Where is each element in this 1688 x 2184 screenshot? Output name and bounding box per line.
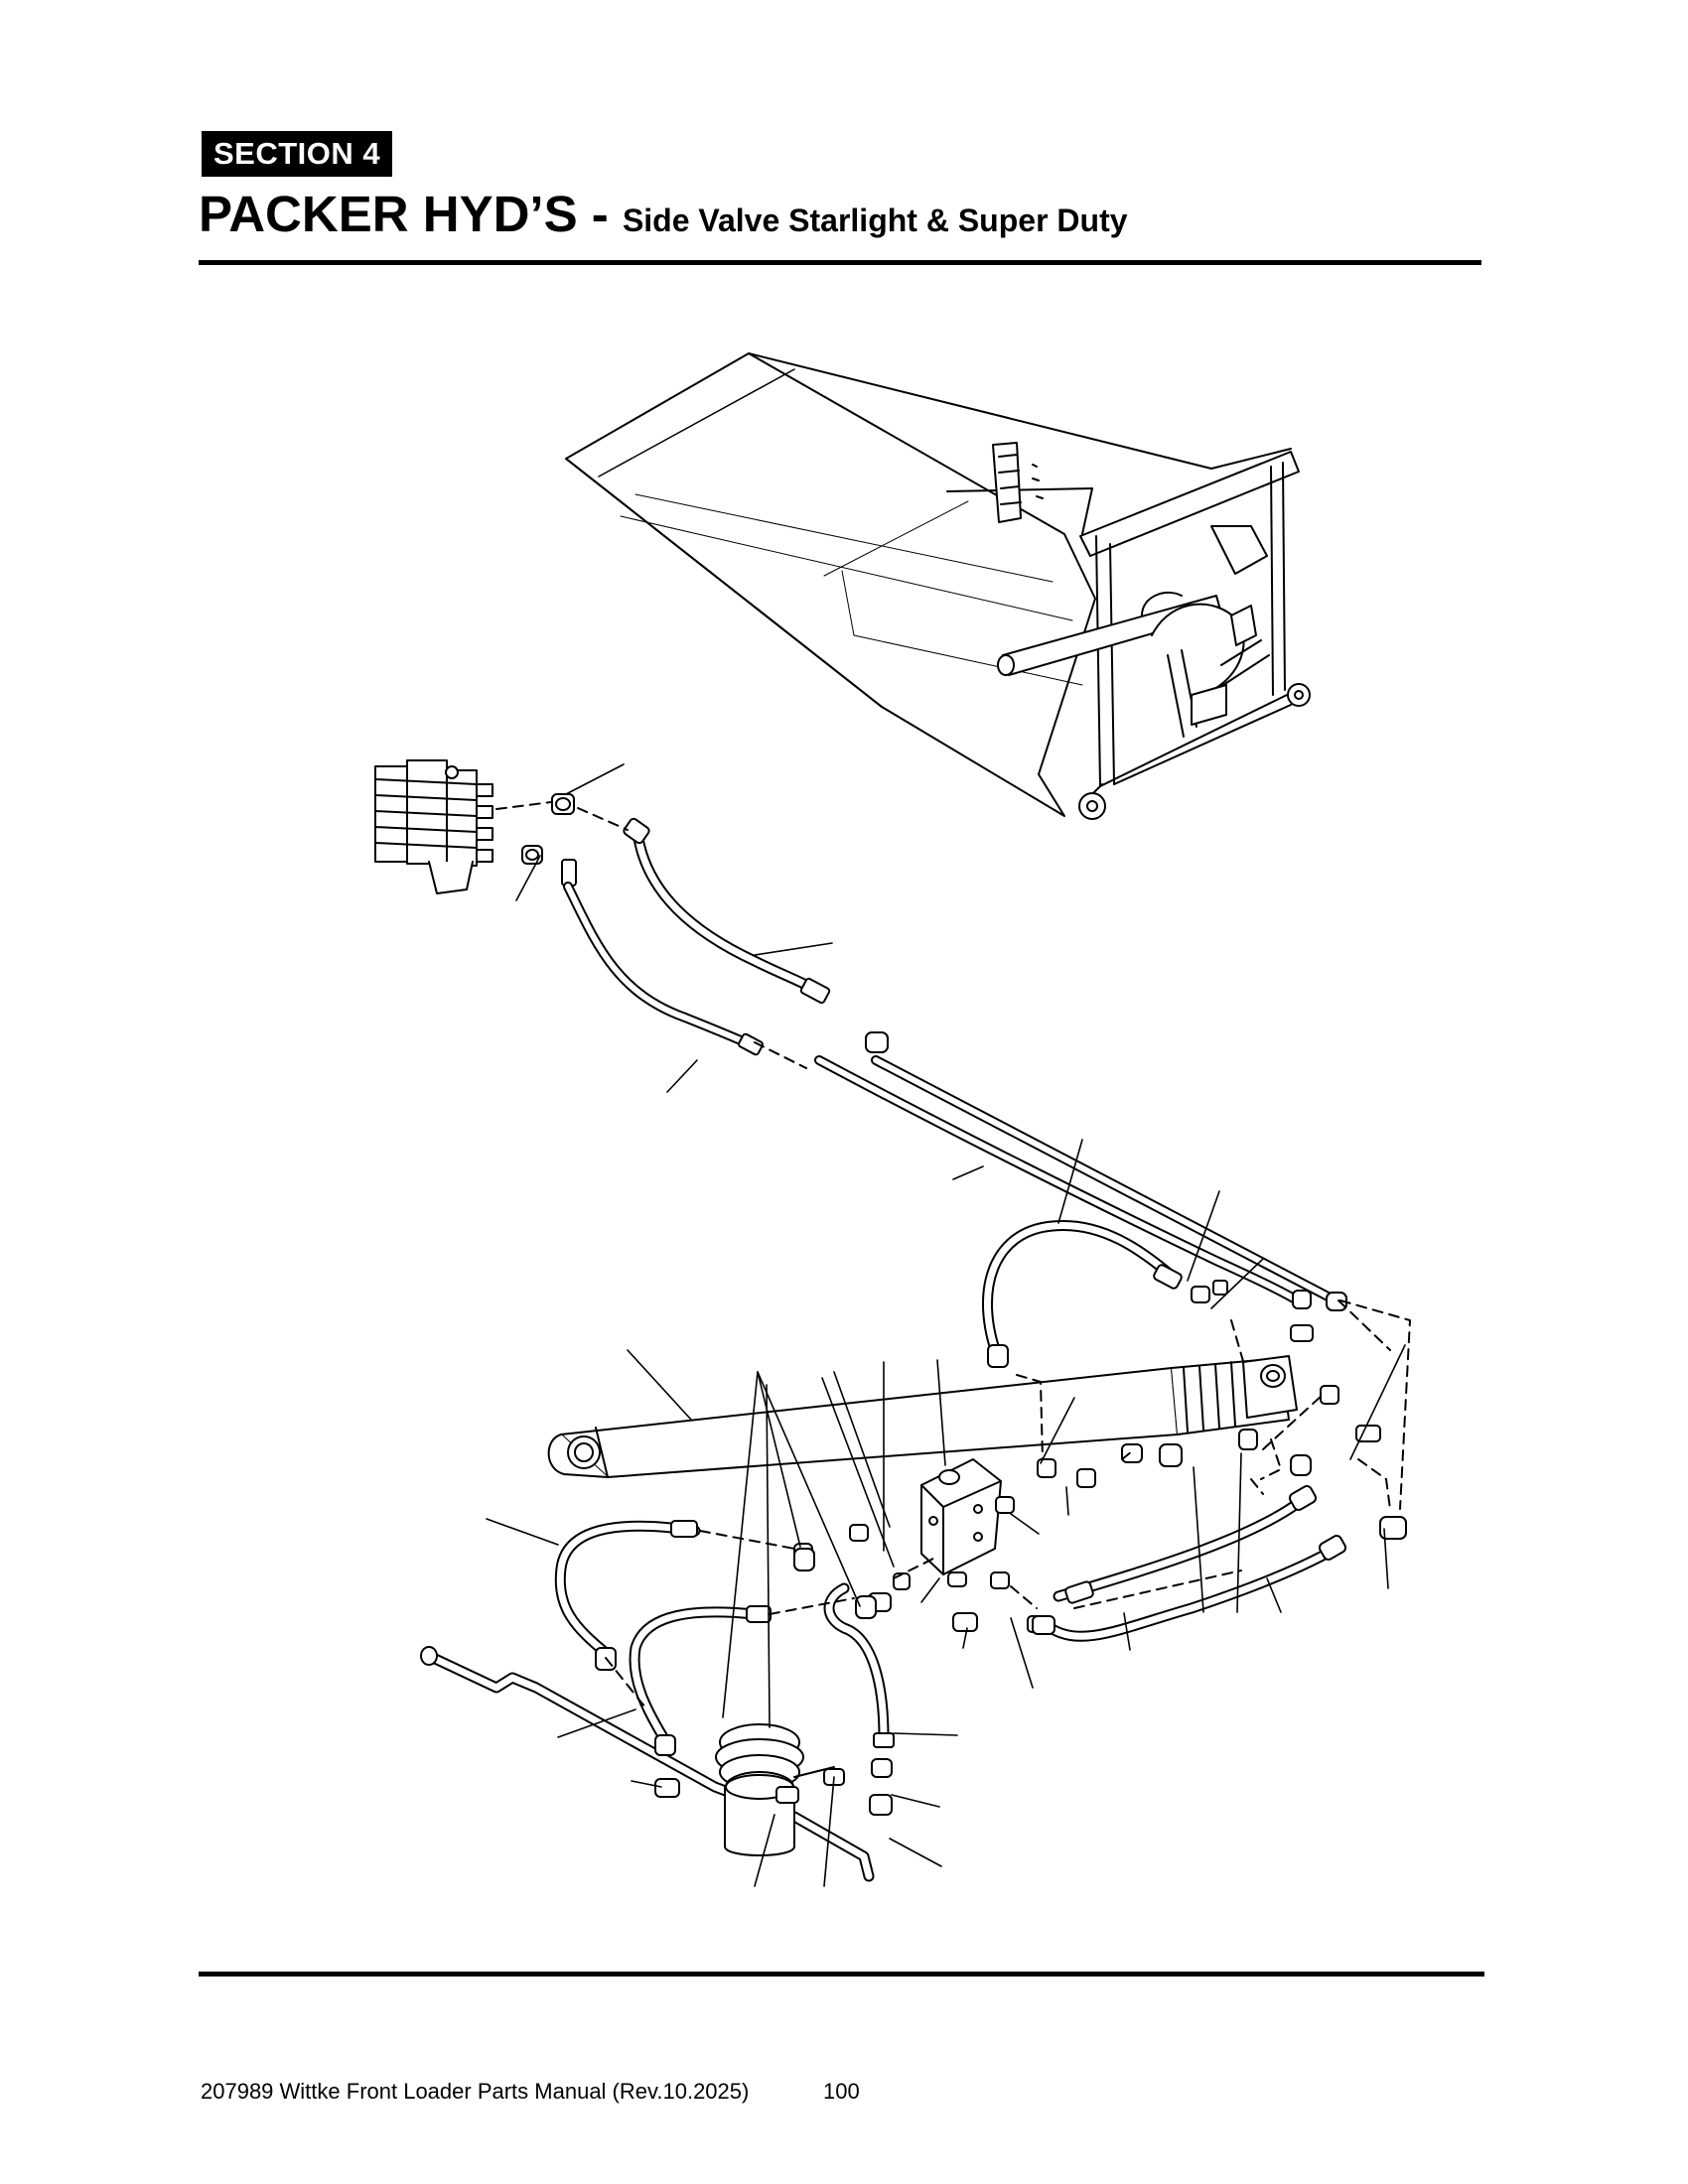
hoses-lower-left xyxy=(420,1520,895,1882)
page-title: PACKER HYD’S - Side Valve Starlight & Su… xyxy=(199,185,1128,250)
footer-manual-title: 207989 Wittke Front Loader Parts Manual … xyxy=(201,2079,750,2104)
control-valve-bank xyxy=(374,759,493,894)
valve-block xyxy=(920,1458,1002,1575)
swivel-assembly xyxy=(654,1723,845,1856)
section-badge: SECTION 4 xyxy=(202,131,393,177)
hoses-long xyxy=(563,826,1340,1364)
footer-rule xyxy=(199,1972,1484,1977)
hoses-lower-right xyxy=(1032,1485,1347,1642)
hydraulic-cylinder xyxy=(547,1355,1298,1478)
valve-fittings xyxy=(521,793,577,887)
hose-end-fittings xyxy=(623,817,1347,1368)
title-main: PACKER HYD’S - xyxy=(199,186,623,242)
connection-dashes xyxy=(495,801,1411,1708)
packer-assembly-drawing xyxy=(565,352,1311,820)
footer-page-number: 100 xyxy=(823,2079,860,2104)
leader-lines xyxy=(486,763,1406,1887)
header-rule xyxy=(199,260,1481,265)
title-subtitle: Side Valve Starlight & Super Duty xyxy=(622,203,1128,238)
